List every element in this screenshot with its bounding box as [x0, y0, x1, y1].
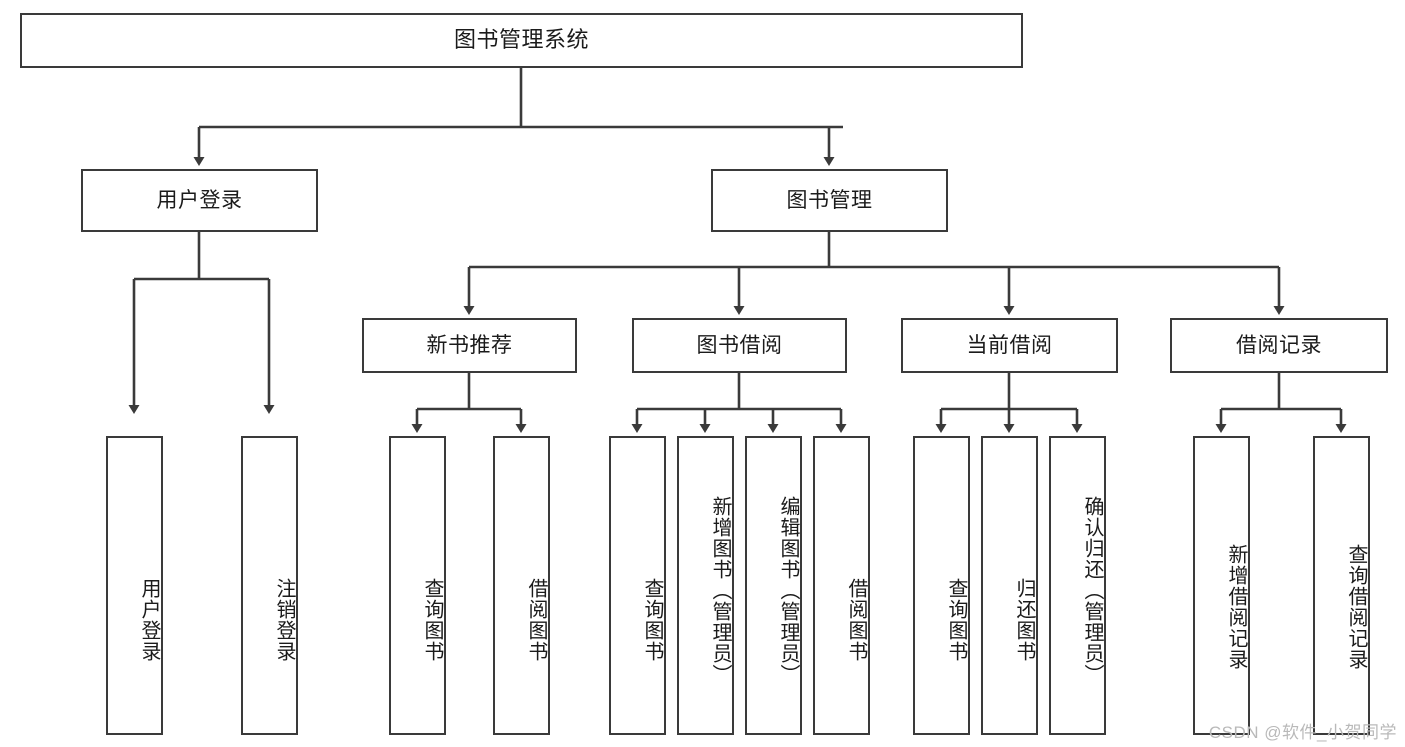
node-label: 用户登录	[138, 577, 160, 662]
node-user-login[interactable]: 用户登录	[81, 169, 318, 232]
node-current-borrow[interactable]: 当前借阅	[901, 318, 1118, 373]
node-label: 用户登录	[156, 188, 243, 212]
node-new-book-recommend[interactable]: 新书推荐	[362, 318, 577, 373]
node-book-borrow[interactable]: 图书借阅	[632, 318, 847, 373]
node-label: 借阅记录	[1236, 333, 1322, 357]
node-borrow-record[interactable]: 借阅记录	[1170, 318, 1388, 373]
node-label: 图书借阅	[696, 333, 783, 357]
leaf-book-borrow-add-book[interactable]: 新增图书（管理员）	[677, 436, 734, 735]
node-label: 当前借阅	[966, 333, 1053, 357]
node-book-management[interactable]: 图书管理	[711, 169, 948, 232]
leaf-user-login-login[interactable]: 用户登录	[106, 436, 163, 735]
leaf-book-borrow-query-book[interactable]: 查询图书	[609, 436, 666, 735]
leaf-new-book-query-book[interactable]: 查询图书	[389, 436, 446, 735]
node-label: 新增借阅记录	[1225, 543, 1247, 670]
node-root-book-management-system[interactable]: 图书管理系统	[20, 13, 1023, 68]
node-label: 查询图书	[945, 577, 967, 662]
node-label: 归还图书	[1013, 577, 1035, 662]
leaf-current-borrow-confirm-return[interactable]: 确认归还（管理员）	[1049, 436, 1106, 735]
node-label: 查询借阅记录	[1345, 543, 1367, 670]
node-label: 借阅图书	[525, 577, 547, 662]
node-label: 图书管理系统	[453, 27, 589, 53]
leaf-current-borrow-return-book[interactable]: 归还图书	[981, 436, 1038, 735]
leaf-current-borrow-query-book[interactable]: 查询图书	[913, 436, 970, 735]
leaf-borrow-record-add-record[interactable]: 新增借阅记录	[1193, 436, 1250, 735]
node-label: 新书推荐	[426, 333, 513, 357]
leaf-book-borrow-borrow-book[interactable]: 借阅图书	[813, 436, 870, 735]
node-label: 图书管理	[786, 188, 873, 212]
csdn-watermark: CSDN @软件_小贺同学	[1208, 723, 1397, 742]
leaf-borrow-record-query-record[interactable]: 查询借阅记录	[1313, 436, 1370, 735]
leaf-user-login-logout[interactable]: 注销登录	[241, 436, 298, 735]
node-label: 编辑图书（管理员）	[777, 496, 799, 685]
node-label: 确认归还（管理员）	[1081, 496, 1103, 685]
node-label: 查询图书	[421, 577, 443, 662]
node-label: 注销登录	[273, 577, 295, 662]
node-label: 新增图书（管理员）	[709, 496, 731, 685]
node-label: 查询图书	[641, 577, 663, 662]
leaf-new-book-borrow-book[interactable]: 借阅图书	[493, 436, 550, 735]
node-label: 借阅图书	[845, 577, 867, 662]
leaf-book-borrow-edit-book[interactable]: 编辑图书（管理员）	[745, 436, 802, 735]
